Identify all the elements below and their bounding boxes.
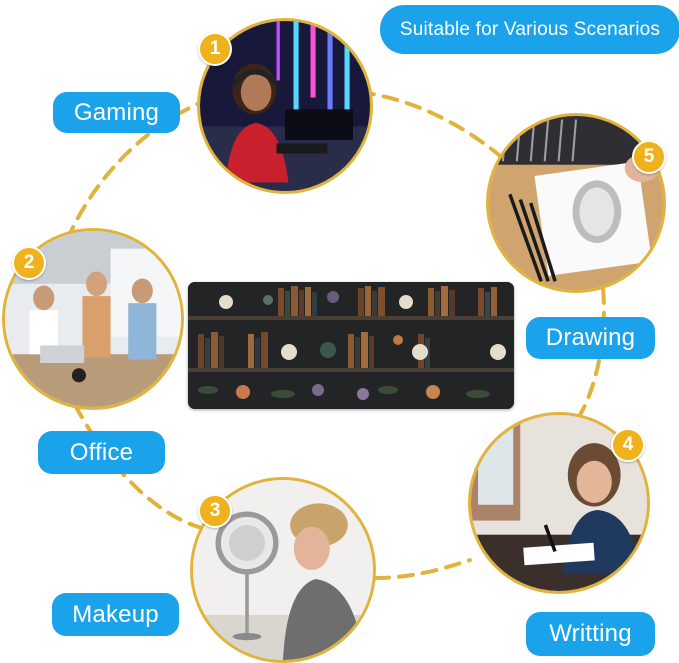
bookshelf-pattern <box>188 282 514 409</box>
label-drawing: Drawing <box>526 317 655 359</box>
badge-5: 5 <box>632 140 666 174</box>
label-gaming: Gaming <box>53 92 180 133</box>
badge-3: 3 <box>198 494 232 528</box>
drawing-photo <box>486 113 666 293</box>
desk-mat-product <box>188 282 514 409</box>
label-makeup: Makeup <box>52 593 179 636</box>
badge-1: 1 <box>198 32 232 66</box>
header-title: Suitable for Various Scenarios <box>380 5 679 54</box>
badge-2: 2 <box>12 246 46 280</box>
makeup-photo <box>190 477 376 663</box>
badge-4: 4 <box>611 428 645 462</box>
label-writting: Writting <box>526 612 655 656</box>
label-office: Office <box>38 431 165 474</box>
